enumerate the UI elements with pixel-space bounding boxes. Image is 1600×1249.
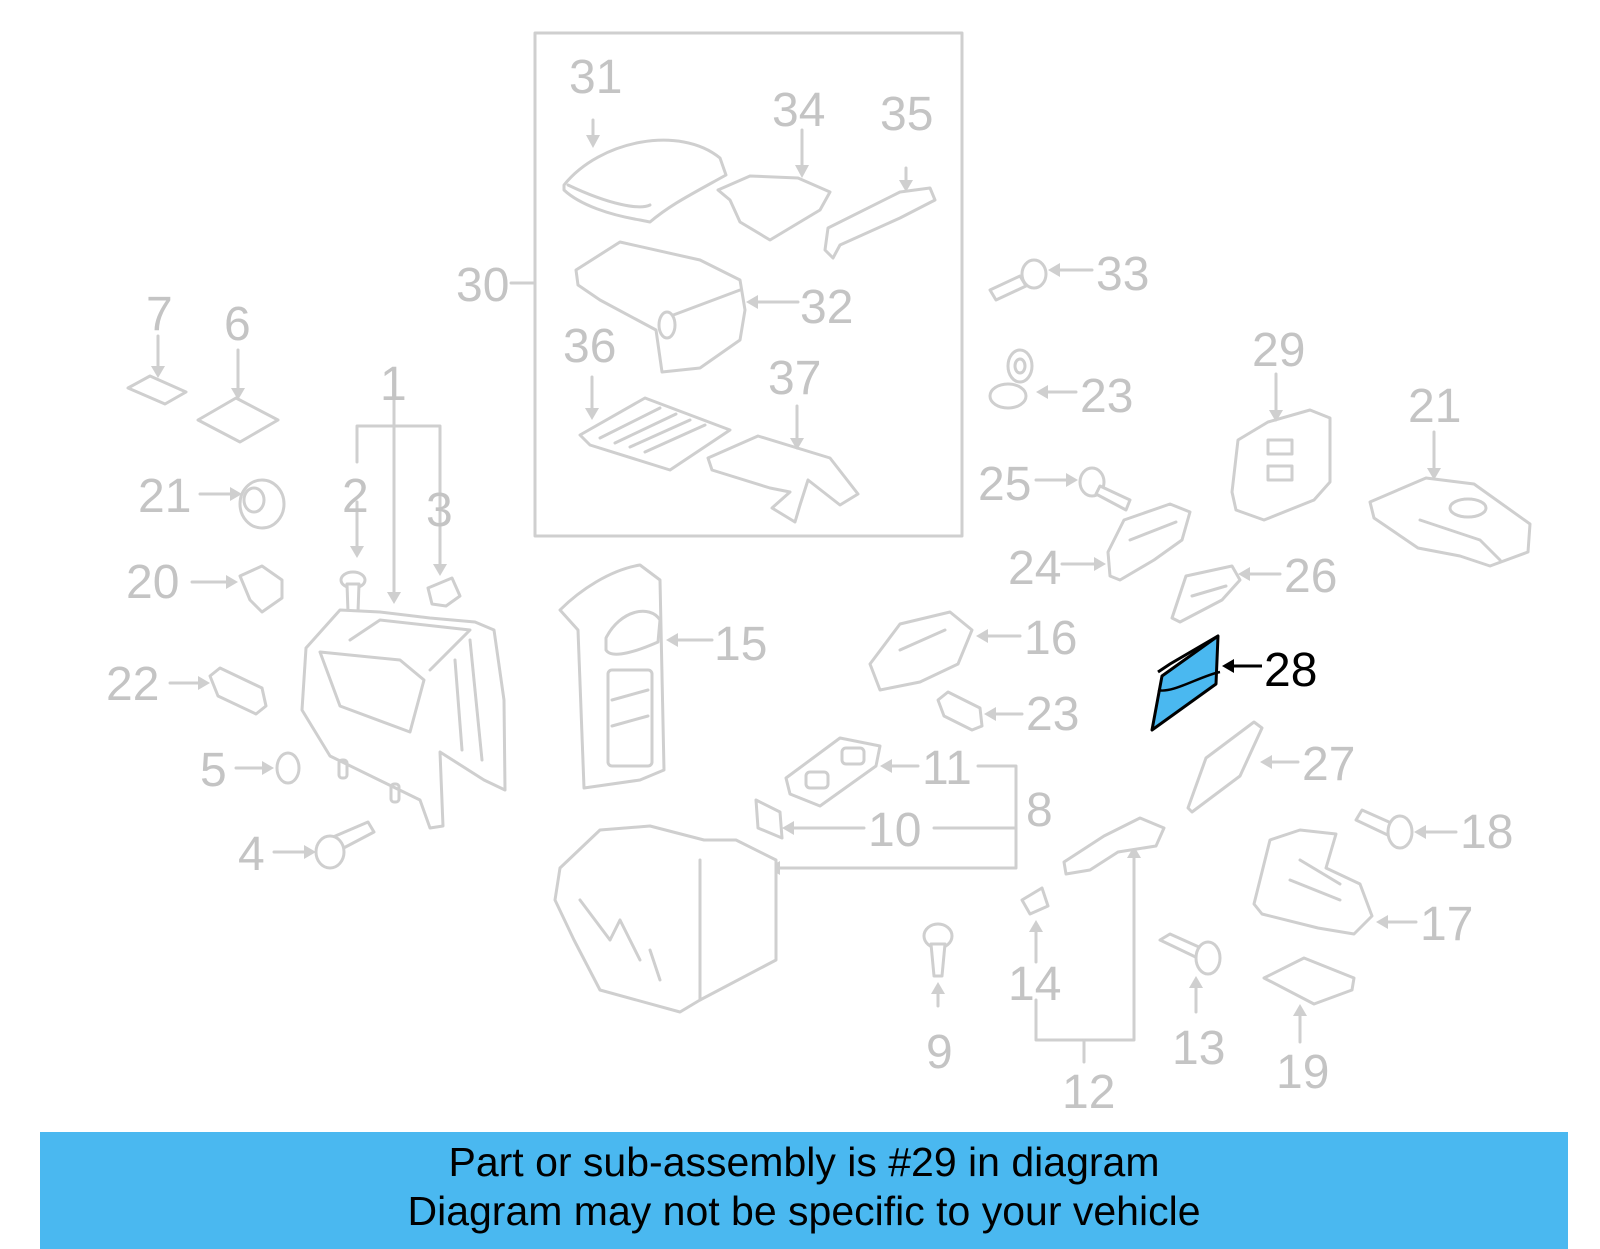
callout-37: 36 bbox=[563, 320, 616, 373]
part-34-bolt[interactable] bbox=[988, 258, 1048, 302]
callout-24: 23 bbox=[1080, 370, 1133, 423]
part-2-pin[interactable] bbox=[339, 570, 367, 614]
callout-9: 9 bbox=[926, 1026, 953, 1079]
callout-30: 29 bbox=[1252, 324, 1305, 377]
callout-12: 12 bbox=[1062, 1066, 1115, 1119]
part-16-handle[interactable] bbox=[868, 610, 974, 692]
callout-33: 32 bbox=[800, 281, 853, 334]
part-23-screw-left[interactable] bbox=[208, 666, 268, 716]
part-28-cover[interactable] bbox=[1186, 720, 1264, 814]
callout-16: 16 bbox=[1024, 612, 1077, 665]
callout-11: 11 bbox=[922, 742, 972, 795]
part-14-clip[interactable] bbox=[1020, 886, 1050, 916]
part-25-switch[interactable] bbox=[1106, 502, 1192, 582]
callout-23-left: 22 bbox=[106, 658, 159, 711]
callout-21: 21 bbox=[138, 470, 191, 523]
part-6-pad[interactable] bbox=[196, 396, 280, 444]
part-1-console-frame[interactable] bbox=[300, 608, 507, 830]
callout-31: 30 bbox=[456, 259, 509, 312]
callout-29: 28 bbox=[1264, 644, 1317, 697]
part-27-bezel[interactable] bbox=[1170, 564, 1242, 624]
callout-7: 7 bbox=[146, 288, 173, 341]
callout-34: 33 bbox=[1096, 248, 1149, 301]
part-8-console-body[interactable] bbox=[553, 824, 778, 1014]
part-18-bolt[interactable] bbox=[1354, 808, 1414, 850]
callout-8: 8 bbox=[1026, 784, 1053, 837]
part-21-clip[interactable] bbox=[238, 478, 286, 530]
callout-15: 15 bbox=[714, 618, 767, 671]
part-32-armrest-lid[interactable] bbox=[562, 138, 728, 224]
callout-19: 19 bbox=[1276, 1046, 1329, 1099]
part-29-highlighted[interactable] bbox=[1150, 634, 1221, 732]
part-23-screw-right[interactable] bbox=[936, 690, 984, 732]
callout-5: 5 bbox=[200, 744, 227, 797]
part-38-bracket[interactable] bbox=[706, 434, 860, 524]
callout-1: 1 bbox=[380, 358, 407, 411]
callout-4: 4 bbox=[238, 828, 265, 881]
callout-22: 21 bbox=[1408, 380, 1461, 433]
callout-13: 13 bbox=[1172, 1022, 1225, 1075]
part-22-cupholder[interactable] bbox=[1368, 476, 1532, 568]
callout-25: 24 bbox=[1008, 542, 1061, 595]
part-11-mat[interactable] bbox=[784, 736, 882, 808]
callout-17: 17 bbox=[1420, 898, 1473, 951]
callout-23-right: 23 bbox=[1026, 688, 1079, 741]
part-10-pad[interactable] bbox=[754, 798, 784, 840]
part-5-ring[interactable] bbox=[275, 751, 301, 785]
part-13-screw[interactable] bbox=[1158, 932, 1222, 976]
callout-18: 18 bbox=[1460, 806, 1513, 859]
callout-32: 31 bbox=[569, 51, 622, 104]
callout-20: 20 bbox=[126, 556, 179, 609]
banner-line-1: Part or sub-assembly is #29 in diagram bbox=[448, 1139, 1160, 1185]
part-17-latch-housing[interactable] bbox=[1252, 828, 1374, 936]
part-7-pad[interactable] bbox=[126, 374, 188, 406]
part-36-latch[interactable] bbox=[823, 186, 937, 260]
part-9-screw[interactable] bbox=[922, 922, 954, 978]
callout-3: 3 bbox=[426, 484, 453, 537]
part-33-hinge-base[interactable] bbox=[574, 240, 747, 374]
part-15-side-panel[interactable] bbox=[558, 563, 666, 790]
part-4-bolt[interactable] bbox=[314, 820, 376, 870]
callout-35: 34 bbox=[772, 84, 825, 137]
callout-6: 6 bbox=[224, 298, 251, 351]
part-30-module[interactable] bbox=[1230, 408, 1332, 522]
part-26-bolt[interactable] bbox=[1078, 466, 1132, 512]
part-20-clip[interactable] bbox=[238, 564, 284, 614]
part-24-grommet[interactable] bbox=[988, 348, 1034, 410]
callout-10: 10 bbox=[868, 804, 921, 857]
callout-14: 14 bbox=[1008, 958, 1061, 1011]
part-19-plate[interactable] bbox=[1262, 956, 1356, 1006]
callout-27: 26 bbox=[1284, 550, 1337, 603]
callout-38: 37 bbox=[768, 352, 821, 405]
callout-26: 25 bbox=[978, 458, 1031, 511]
callout-labels: 31 34 35 30 32 36 37 33 23 29 21 25 24 2… bbox=[106, 51, 1513, 1119]
part-37-tray[interactable] bbox=[578, 396, 732, 472]
part-3-clip[interactable] bbox=[426, 576, 462, 608]
callout-2: 2 bbox=[342, 470, 369, 523]
info-banner: Part or sub-assembly is #29 in diagram D… bbox=[40, 1132, 1568, 1249]
part-12-rail[interactable] bbox=[1062, 816, 1166, 876]
part-35-plate[interactable] bbox=[716, 174, 832, 242]
callout-36: 35 bbox=[880, 88, 933, 141]
banner-line-2: Diagram may not be specific to your vehi… bbox=[407, 1188, 1201, 1234]
callout-28: 27 bbox=[1302, 738, 1355, 791]
